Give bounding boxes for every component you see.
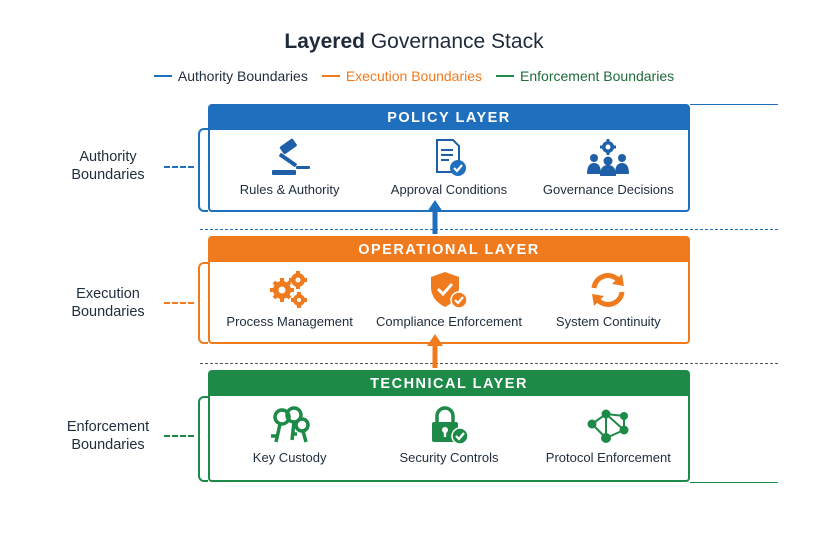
- refresh-cycle-icon: [591, 273, 625, 307]
- policy-item-approval: Approval Conditions: [374, 138, 524, 197]
- policy-item-rules-label: Rules & Authority: [239, 182, 340, 197]
- operational-layer: OPERATIONAL LAYER Pr: [208, 236, 690, 344]
- execution-bracket: [198, 262, 208, 344]
- legend: Authority Boundaries Execution Boundarie…: [0, 68, 828, 84]
- side-label-authority-line2: Boundaries: [71, 167, 145, 183]
- technical-layer: TECHNICAL LAYER Key Custody: [208, 370, 690, 482]
- technical-layer-title: TECHNICAL LAYER: [210, 372, 688, 396]
- policy-item-approval-label: Approval Conditions: [390, 182, 508, 197]
- operational-item-continuity: System Continuity: [533, 270, 683, 329]
- arrow-up-icon: [427, 334, 443, 368]
- side-label-authority: Authority Boundaries: [40, 148, 176, 184]
- enforcement-bracket: [198, 396, 208, 482]
- legend-swatch-authority: [153, 75, 172, 77]
- execution-connector: [164, 302, 194, 304]
- diagram-title: Layered Governance Stack: [0, 30, 828, 54]
- side-label-enforcement-line2: Boundaries: [71, 437, 145, 453]
- technical-extension-line: [690, 482, 778, 483]
- arrow-up-icon: [427, 200, 443, 234]
- legend-label-execution: Execution Boundaries: [345, 68, 483, 84]
- gavel-icon: [271, 138, 310, 175]
- title-bold: Layered: [284, 30, 365, 53]
- side-label-execution-line1: Execution: [76, 286, 140, 302]
- gears-icon: [269, 271, 307, 308]
- keys-icon: [270, 406, 310, 443]
- policy-item-governance-label: Governance Decisions: [542, 182, 674, 197]
- policy-extension-line: [690, 104, 778, 105]
- legend-item-enforcement: Enforcement Boundaries: [496, 68, 674, 84]
- authority-bracket: [198, 128, 208, 212]
- operational-layer-title: OPERATIONAL LAYER: [210, 238, 688, 262]
- technical-item-keys: Key Custody: [215, 406, 365, 465]
- technical-item-security: Security Controls: [374, 406, 524, 465]
- legend-label-enforcement: Enforcement Boundaries: [520, 68, 675, 84]
- operational-item-compliance-label: Compliance Enforcement: [376, 314, 522, 329]
- operational-item-process: Process Management: [215, 270, 365, 329]
- policy-layer-title: POLICY LAYER: [210, 106, 688, 130]
- network-nodes-icon: [587, 409, 629, 443]
- legend-item-authority: Authority Boundaries: [153, 68, 308, 84]
- legend-item-execution: Execution Boundaries: [321, 68, 483, 84]
- policy-item-rules: Rules & Authority: [215, 138, 365, 197]
- legend-swatch-execution: [321, 75, 340, 77]
- legend-swatch-enforcement: [496, 75, 515, 77]
- operational-item-compliance: Compliance Enforcement: [374, 270, 524, 329]
- separator-policy-operational: [200, 229, 778, 230]
- side-label-execution: Execution Boundaries: [40, 285, 176, 321]
- enforcement-connector: [164, 435, 194, 437]
- separator-operational-technical: [200, 363, 778, 364]
- shield-check-icon: [430, 272, 468, 309]
- technical-item-security-label: Security Controls: [399, 450, 499, 465]
- padlock-check-icon: [431, 406, 469, 445]
- approved-document-icon: [435, 139, 466, 176]
- side-label-enforcement: Enforcement Boundaries: [40, 418, 176, 454]
- operational-item-continuity-label: System Continuity: [555, 314, 661, 329]
- group-gear-icon: [587, 139, 630, 176]
- policy-layer: POLICY LAYER Rules & Authority: [208, 104, 690, 212]
- operational-item-process-label: Process Management: [226, 314, 353, 329]
- legend-label-authority: Authority Boundaries: [177, 68, 308, 84]
- side-label-execution-line2: Boundaries: [71, 304, 145, 320]
- side-label-authority-line1: Authority: [79, 149, 137, 165]
- technical-item-protocol: Protocol Enforcement: [533, 406, 683, 465]
- technical-item-keys-label: Key Custody: [252, 450, 327, 465]
- side-label-enforcement-line1: Enforcement: [66, 419, 150, 435]
- technical-item-protocol-label: Protocol Enforcement: [545, 450, 671, 465]
- authority-connector: [164, 166, 194, 168]
- policy-item-governance: Governance Decisions: [533, 138, 683, 197]
- title-rest: Governance Stack: [370, 30, 544, 53]
